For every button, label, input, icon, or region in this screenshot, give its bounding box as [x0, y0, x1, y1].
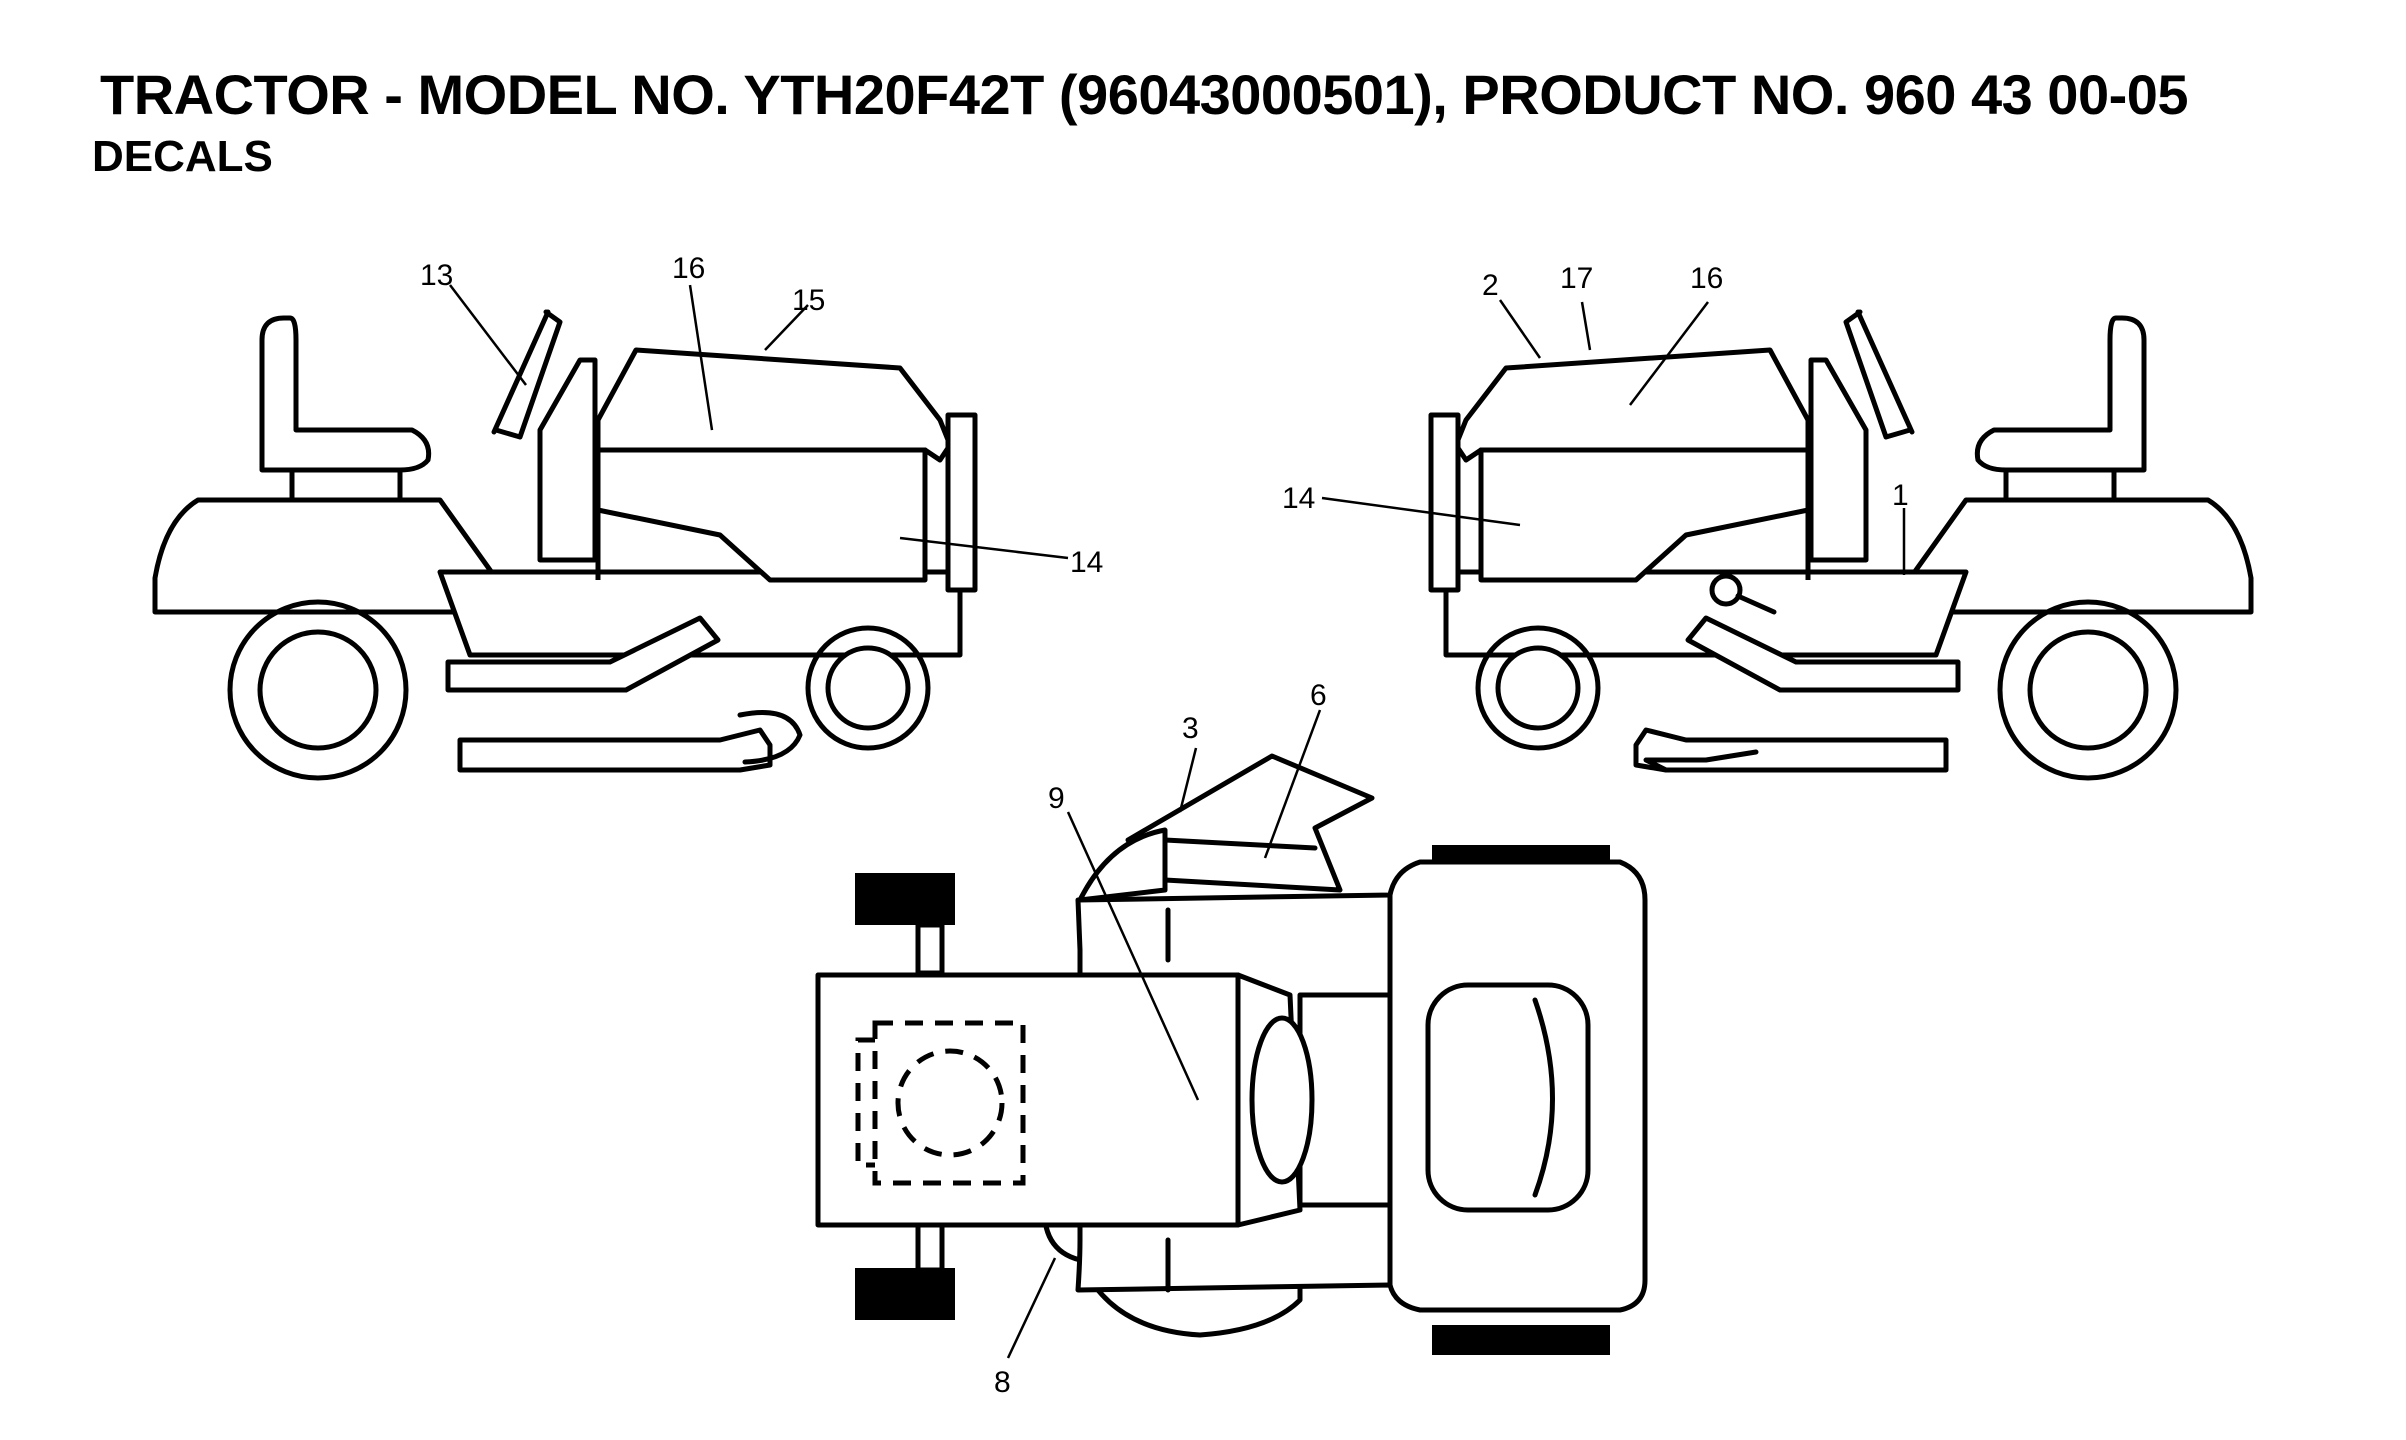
callout-15: 15	[792, 284, 825, 317]
callout-1: 1	[1892, 479, 1909, 512]
callout-17: 17	[1560, 262, 1593, 295]
tractor-right-side-view	[1428, 309, 2254, 781]
tractor-left-side-view	[152, 309, 978, 781]
callout-16: 16	[672, 252, 705, 285]
callout-2: 2	[1482, 269, 1499, 302]
callout-9: 9	[1048, 782, 1065, 815]
callout-16: 16	[1690, 262, 1723, 295]
callout-13: 13	[420, 259, 453, 292]
page-subtitle: DECALS	[92, 132, 273, 181]
callout-3: 3	[1182, 712, 1199, 745]
top-view-leaders	[1006, 709, 1322, 1359]
callout-14: 14	[1070, 546, 1103, 579]
left-view-leaders	[449, 284, 1069, 560]
callout-8: 8	[994, 1366, 1011, 1399]
callout-14: 14	[1282, 482, 1315, 515]
right-view-leaders	[1321, 299, 1906, 575]
tractor-top-view	[815, 753, 1648, 1355]
callout-6: 6	[1310, 679, 1327, 712]
page-title: TRACTOR - MODEL NO. YTH20F42T (960430005…	[100, 63, 2189, 126]
